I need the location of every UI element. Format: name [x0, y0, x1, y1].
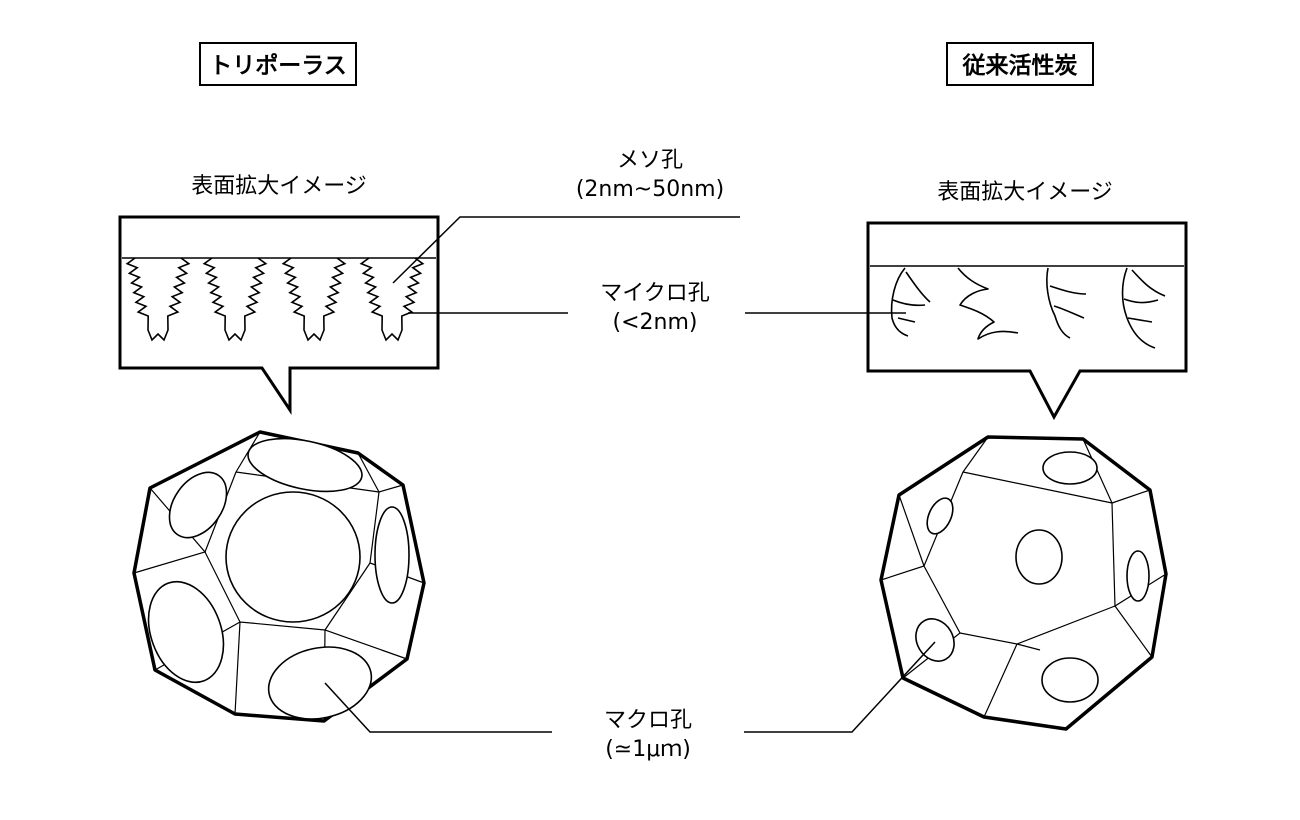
- right-title: 従来活性炭: [946, 42, 1094, 86]
- macro-pore-label: マクロ孔 (≃1μｍ): [548, 706, 748, 764]
- meso-pore-name: メソ孔: [616, 148, 683, 173]
- left-title: トリポーラス: [199, 42, 357, 86]
- micro-pore-name: マイクロ孔: [600, 281, 710, 306]
- right-zoom-caption: 表面拡大イメージ: [937, 180, 1113, 205]
- left-zoom-callout: [118, 215, 440, 415]
- micro-pore-size: (<2nm): [612, 310, 698, 335]
- meso-pore-size: (2nm~50nm): [575, 177, 725, 202]
- left-particle: [132, 430, 426, 723]
- left-meso-pores: [125, 257, 425, 342]
- meso-pore-shape: [202, 257, 268, 342]
- left-zoom-caption: 表面拡大イメージ: [191, 174, 367, 199]
- macro-leader-left: [324, 682, 552, 733]
- macro-pore-size: (≃1μｍ): [605, 737, 691, 762]
- meso-pore-shape: [281, 257, 347, 342]
- right-macro-pores: [915, 451, 1150, 703]
- meso-pore-shape: [359, 257, 425, 342]
- right-zoom-callout: [866, 221, 1188, 421]
- right-particle: [879, 435, 1168, 731]
- leader-lines: [324, 216, 936, 733]
- meso-pore-label: メソ孔 (2nm~50nm): [550, 146, 750, 204]
- left-macro-pores: [147, 437, 410, 720]
- meso-pore-shape: [125, 257, 191, 342]
- macro-pore-name: マクロ孔: [603, 708, 692, 733]
- right-micro-pores: [890, 267, 1166, 349]
- micro-pore-label: マイクロ孔 (<2nm): [555, 279, 755, 337]
- meso-leader-left: [392, 216, 740, 284]
- macro-leader-right: [744, 641, 936, 733]
